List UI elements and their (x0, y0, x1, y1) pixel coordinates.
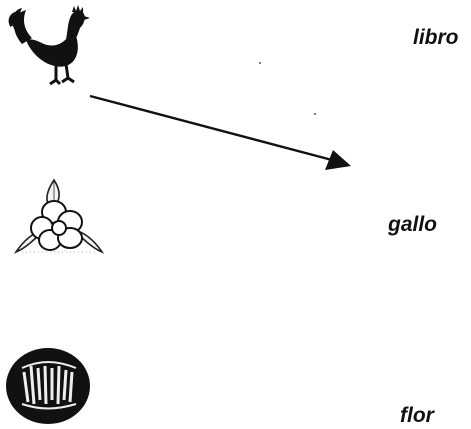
scan-speck (259, 62, 261, 64)
scan-speck (314, 113, 316, 115)
